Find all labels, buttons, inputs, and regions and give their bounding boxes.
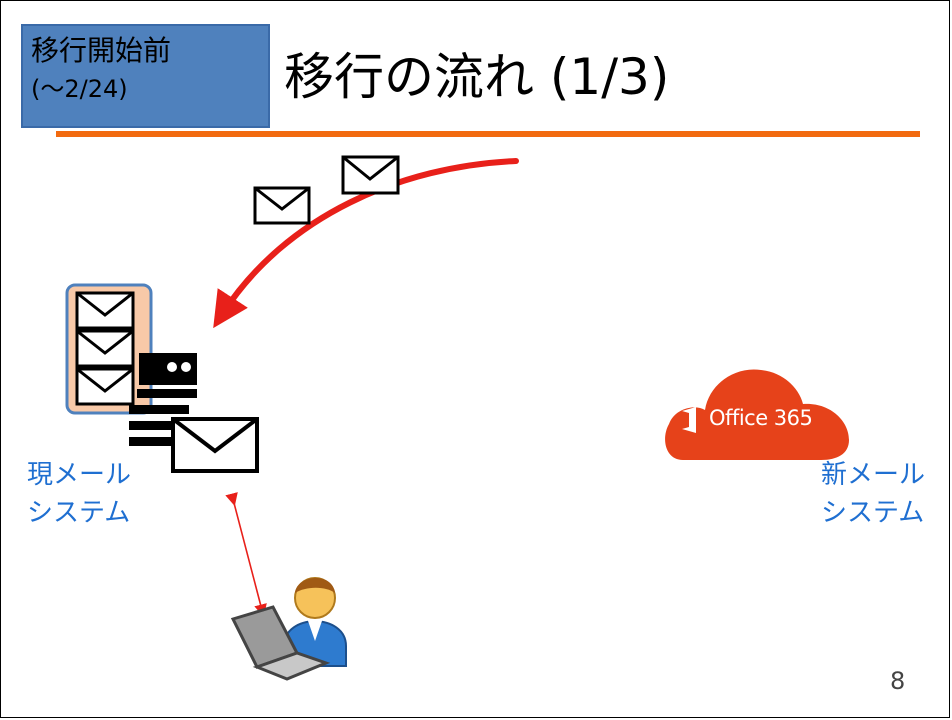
- title-underline: [56, 131, 920, 137]
- phase-badge: 移行開始前 (〜2/24): [21, 24, 270, 128]
- mail-server-icon: [129, 353, 197, 446]
- user-access-arrow: [225, 492, 267, 618]
- incoming-mail-arrow: [213, 158, 519, 329]
- office365-cloud-logo: [665, 369, 849, 460]
- current-system-label: 現メール システム: [27, 456, 131, 532]
- new-system-label-line1: 新メール: [821, 460, 926, 490]
- slide-title: 移行の流れ (1/3): [284, 48, 670, 106]
- envelope-icon: [341, 155, 400, 195]
- new-system-label: 新メール システム: [821, 456, 925, 532]
- current-system-label-line1: 現メール: [27, 460, 132, 490]
- envelope-icon: [171, 417, 259, 473]
- current-system-label-line2: システム: [27, 498, 131, 528]
- phase-badge-line1: 移行開始前: [31, 34, 172, 67]
- envelope-icon: [253, 186, 311, 225]
- mailbox-icon: [65, 283, 153, 415]
- phase-badge-line2: (〜2/24): [31, 75, 128, 103]
- office365-logo-text: Office 365: [709, 406, 813, 430]
- office-logo-icon: [682, 407, 696, 433]
- user-laptop-icon: [230, 577, 347, 681]
- new-system-label-line2: システム: [821, 498, 925, 528]
- page-number: 8: [890, 667, 906, 695]
